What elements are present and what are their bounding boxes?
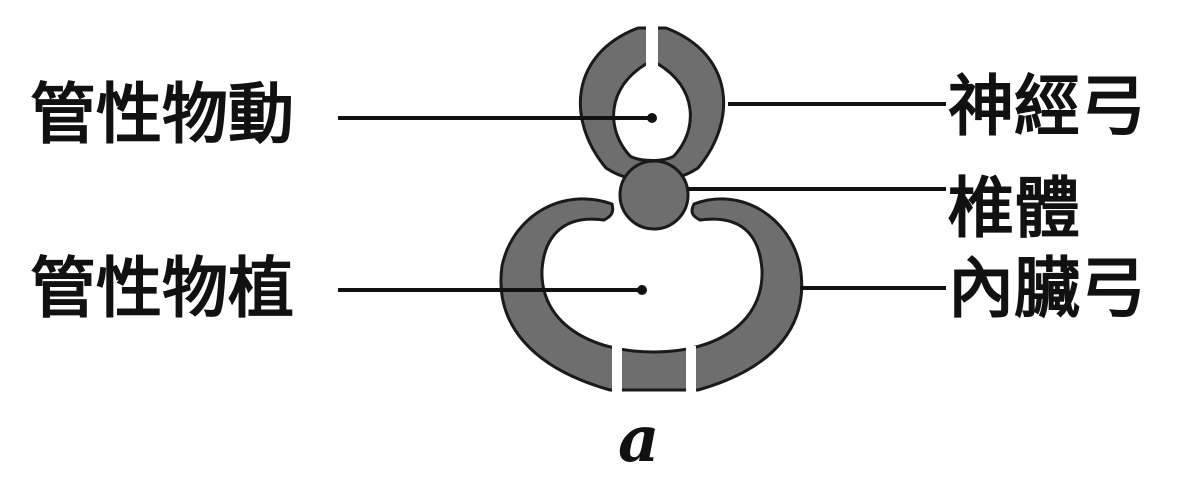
label-plant-side: 管性物植 — [30, 256, 294, 322]
label-animal-side: 管性物動 — [30, 82, 294, 148]
label-neural-arch: 神經弓 — [948, 74, 1146, 140]
animal-leader-dot — [647, 113, 657, 123]
label-visceral-arch: 內臟弓 — [948, 256, 1146, 322]
plant-leader-dot — [637, 285, 647, 295]
neural-arch-gap — [646, 20, 658, 68]
visceral-gap-right — [686, 346, 696, 396]
centrum-circle — [620, 161, 688, 229]
visceral-gap-left — [612, 346, 622, 396]
label-centrum: 椎體 — [948, 176, 1080, 242]
figure-caption: a — [618, 408, 659, 472]
